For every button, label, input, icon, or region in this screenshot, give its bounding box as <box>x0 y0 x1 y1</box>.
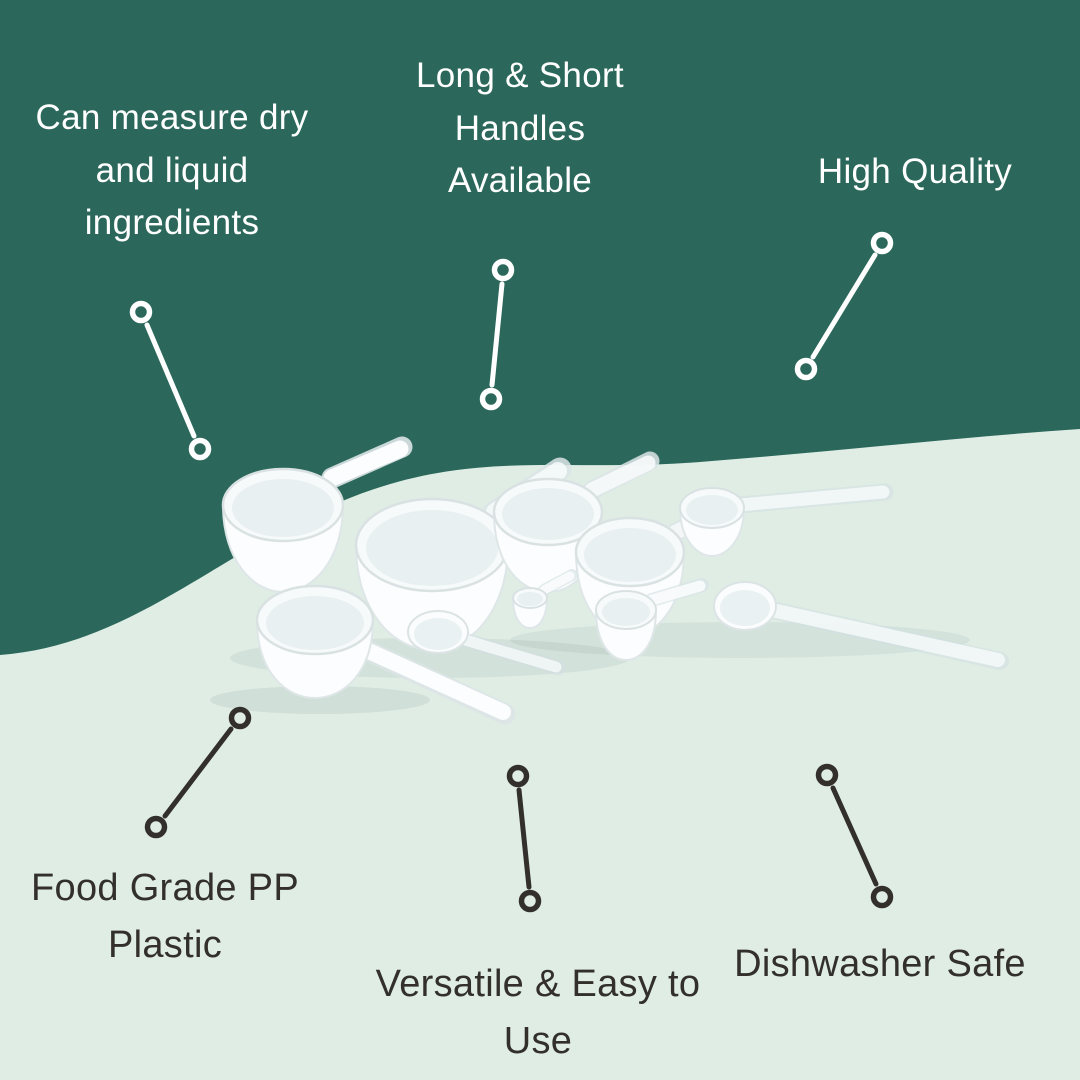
scoop-spoon-long-handle <box>713 581 1009 670</box>
callout-handles-label: Long & Short Handles Available <box>416 56 624 200</box>
callout-versatile-label: Versatile & Easy to Use <box>375 963 701 1062</box>
callout-measure-label: Can measure dry and liquid ingredients <box>35 98 309 242</box>
measuring-scoops-photo <box>210 436 1009 725</box>
connector-dishwasher <box>815 763 894 909</box>
scoop-big-long-handle <box>255 584 516 725</box>
callout-quality-label: High Quality <box>817 152 1013 191</box>
connector-handles <box>479 258 515 411</box>
shadow <box>210 686 430 714</box>
connector-material <box>144 706 252 839</box>
connector-measure <box>129 300 212 461</box>
callout-material-label: Food Grade PP Plastic <box>31 867 299 966</box>
connector-versatile <box>506 764 542 913</box>
scoop-small-long-handle <box>678 483 894 558</box>
connector-quality <box>794 231 894 381</box>
light-connectors <box>129 231 894 461</box>
scoop-medium <box>594 578 709 662</box>
scoop-tiny <box>511 569 578 630</box>
scoop-cup-3 <box>492 451 660 594</box>
callout-dishwasher-label: Dishwasher Safe <box>734 943 1026 985</box>
dark-connectors <box>144 706 894 913</box>
wave-divider <box>0 429 1080 1080</box>
scoop-spoon-small <box>407 610 566 676</box>
